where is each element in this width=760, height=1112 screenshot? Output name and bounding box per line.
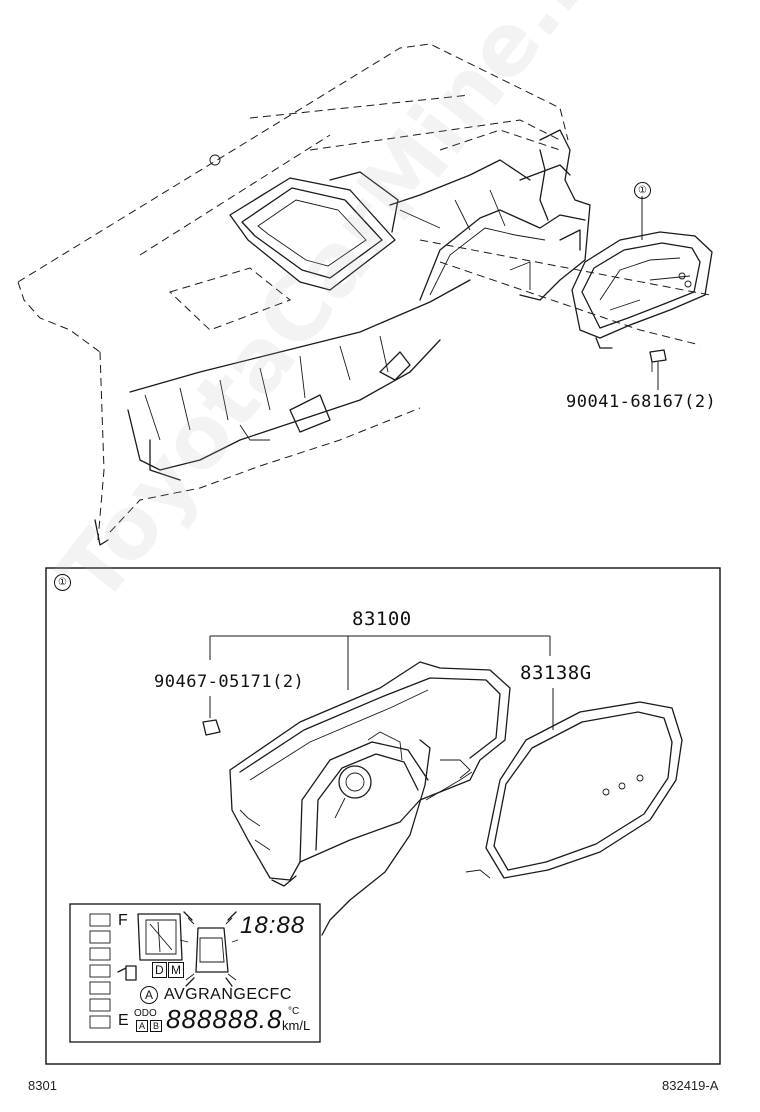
lcd-gear-d: D xyxy=(152,962,167,978)
cluster-assembly xyxy=(229,661,511,936)
label-screw-top: 90041-68167(2) xyxy=(566,392,717,412)
callout-ref-top: ① xyxy=(634,182,651,199)
glass-cover-part xyxy=(465,701,683,879)
lcd-fuel-empty: E xyxy=(118,1012,129,1029)
footer-right-code: 832419-A xyxy=(662,1078,719,1093)
clip-screw-part xyxy=(202,719,221,736)
footer-left-code: 8301 xyxy=(28,1078,57,1093)
lcd-unit-temp: °C xyxy=(288,1006,300,1017)
detail-frame xyxy=(45,567,721,1065)
lcd-gear-m: M xyxy=(168,962,184,978)
lcd-odo-label: ODO xyxy=(134,1008,157,1019)
label-glass-cover: 83138G xyxy=(520,662,592,684)
cluster-small-view xyxy=(571,196,713,390)
lcd-unit-econ: km/L xyxy=(282,1018,311,1033)
lcd-odometer: 888888.8 xyxy=(166,1004,283,1034)
lcd-trip-a: A xyxy=(136,1020,149,1032)
lcd-display xyxy=(69,903,321,1043)
lcd-mode-a: A xyxy=(140,986,158,1004)
leader-83100 xyxy=(209,635,554,730)
label-clip-screw: 90467-05171(2) xyxy=(154,672,305,692)
instrument-panel xyxy=(17,43,711,546)
lcd-clock: 18:88 xyxy=(240,912,306,939)
callout-ref-frame: ① xyxy=(54,574,71,591)
lcd-info-line: AVGRANGECFC xyxy=(164,986,292,1003)
lcd-fuel-full: F xyxy=(118,912,128,929)
lcd-trip-b: B xyxy=(150,1020,163,1032)
label-cluster-assy: 83100 xyxy=(352,608,412,630)
